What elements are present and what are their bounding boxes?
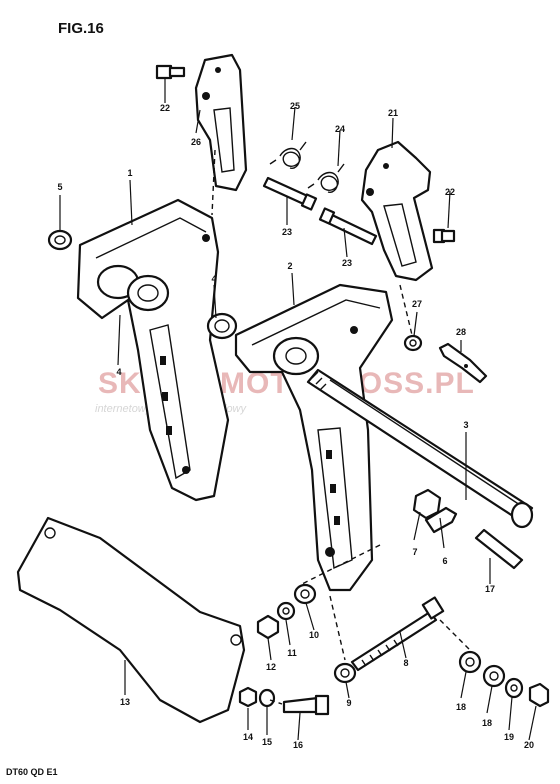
callout-2: 2: [287, 261, 292, 271]
part-21-tilt-plate: [360, 140, 434, 282]
part-23-bolt-lower: [318, 207, 378, 246]
part-6-fitting: [424, 506, 458, 534]
callout-13: 13: [120, 697, 130, 707]
part-8-bolt: [350, 596, 445, 672]
part-22-bolt-right: [432, 228, 456, 244]
part-2-clamp-bracket-right: [234, 283, 394, 592]
callout-9: 9: [346, 698, 351, 708]
part-11-washer: [276, 601, 296, 621]
part-15-washer: [258, 688, 276, 708]
callout-12: 12: [266, 662, 276, 672]
callout-labels: 1 2 3 4 4 5 6 7 8 9 10 11 12 13 14 15 16…: [57, 101, 534, 750]
callout-3: 3: [463, 420, 468, 430]
callout-22-top: 22: [160, 103, 170, 113]
callout-23-upper: 23: [282, 227, 292, 237]
part-28-clip: [438, 342, 488, 384]
callout-4-left: 4: [116, 367, 121, 377]
part-18-washer-a: [458, 650, 482, 674]
callout-27: 27: [412, 299, 422, 309]
callout-18-b: 18: [482, 718, 492, 728]
callout-23-lower: 23: [342, 258, 352, 268]
part-10-washer: [293, 583, 317, 605]
callout-18-a: 18: [456, 702, 466, 712]
callout-1: 1: [127, 168, 132, 178]
callout-26: 26: [191, 137, 201, 147]
callout-5: 5: [57, 182, 62, 192]
callout-25: 25: [290, 101, 300, 111]
part-12-nut: [256, 614, 280, 640]
callout-20: 20: [524, 740, 534, 750]
callout-17: 17: [485, 584, 495, 594]
part-18-washer-b: [482, 664, 506, 688]
part-1-clamp-bracket-left: [76, 198, 238, 502]
part-20-nut: [528, 682, 550, 708]
part-25-spring: [269, 141, 307, 169]
callout-28: 28: [456, 327, 466, 337]
part-24-spring: [307, 163, 345, 193]
part-22-bolt-top: [155, 64, 186, 80]
callout-15: 15: [262, 737, 272, 747]
callout-7: 7: [412, 547, 417, 557]
callout-24: 24: [335, 124, 345, 134]
figure-title: FIG.16: [58, 20, 104, 37]
part-13-plate: [16, 516, 246, 724]
callout-14: 14: [243, 732, 253, 742]
part-3-clamp-shaft: [306, 368, 534, 529]
part-27-nut: [403, 334, 423, 352]
part-9-washer: [333, 662, 357, 684]
leader-lines: [59, 78, 537, 741]
callout-8: 8: [403, 658, 408, 668]
callout-16: 16: [293, 740, 303, 750]
callout-19: 19: [504, 732, 514, 742]
model-code: DT60 QD E1: [6, 767, 58, 777]
callout-11: 11: [287, 648, 297, 658]
callout-6: 6: [442, 556, 447, 566]
part-19-washer: [504, 677, 524, 699]
part-17-pin: [474, 528, 524, 570]
part-14-nut: [238, 686, 258, 708]
callout-22-right: 22: [445, 187, 455, 197]
part-16-bolt: [282, 694, 330, 716]
part-23-bolt-upper: [262, 176, 318, 211]
assembly-lines: [211, 149, 471, 705]
callout-10: 10: [309, 630, 319, 640]
part-26-tilt-plate: [194, 53, 248, 192]
part-5-nut: [47, 229, 73, 251]
callout-21: 21: [388, 108, 398, 118]
callout-4-right: 4: [211, 274, 216, 284]
